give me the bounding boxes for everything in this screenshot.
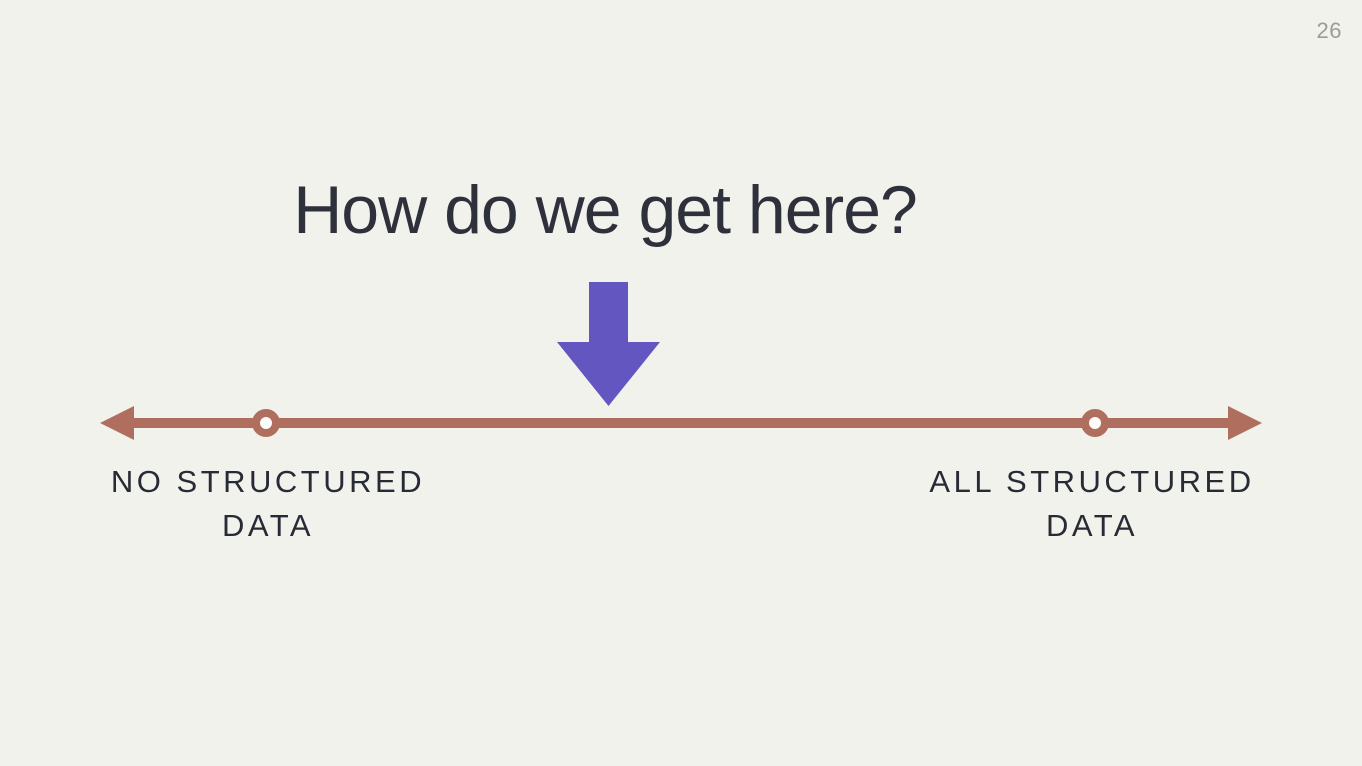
axis-line xyxy=(118,418,1244,428)
axis-left-arrowhead-icon xyxy=(100,406,134,440)
down-arrow-icon xyxy=(557,282,660,406)
label-no-structured-data: NO STRUCTURED DATA xyxy=(111,460,425,548)
label-line: DATA xyxy=(221,508,315,543)
down-arrow-shape xyxy=(557,282,660,406)
spectrum-axis xyxy=(100,406,1262,440)
axis-left-marker xyxy=(252,409,280,437)
label-line: DATA xyxy=(1045,508,1139,543)
axis-right-marker xyxy=(1081,409,1109,437)
label-line: NO STRUCTURED xyxy=(110,464,426,499)
label-all-structured-data: ALL STRUCTURED DATA xyxy=(929,460,1254,548)
page-number: 26 xyxy=(1316,18,1342,43)
label-line: ALL STRUCTURED xyxy=(929,464,1255,499)
axis-right-arrowhead-icon xyxy=(1228,406,1262,440)
slide-title: How do we get here? xyxy=(293,172,918,248)
